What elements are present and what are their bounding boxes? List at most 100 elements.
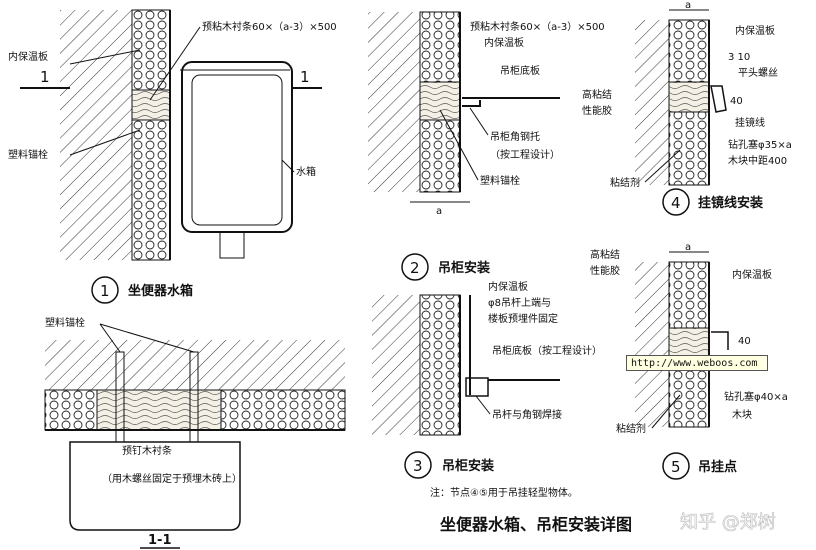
- detail-2-title: 吊柜安装: [438, 260, 490, 276]
- leader-insulation: [69, 49, 141, 65]
- d5-wall-hatch: [635, 262, 669, 427]
- d5-label-adhesive-hi-2: 性能胶: [590, 264, 620, 277]
- d5-label-plug: 钻孔塞φ40×a: [724, 390, 788, 403]
- d3-insulation: [419, 294, 461, 436]
- d2-leader-anchor: [439, 109, 479, 181]
- d2-angle-bracket: [462, 100, 481, 107]
- section-mark-right: 1: [300, 68, 310, 86]
- section-label-anchor: 塑料锚栓: [45, 316, 85, 329]
- detail-3-circle: [404, 451, 432, 479]
- d3-label-rod-2: 楼板预埋件固定: [488, 312, 558, 325]
- d4-label-dim2: 40: [730, 96, 743, 107]
- url-tooltip: http://www.weboos.com: [626, 355, 768, 371]
- water-tank-inner: [191, 74, 283, 226]
- d4-label-wood-spacing: 木块中距400: [728, 154, 787, 167]
- leader-wood: [149, 26, 201, 101]
- label-insulation: 内保温板: [8, 50, 48, 63]
- detail-1-number: 1: [100, 282, 110, 300]
- d2-insulation: [419, 11, 461, 83]
- d2-dim-a: a: [436, 206, 442, 217]
- d5-wood-block: [668, 327, 710, 359]
- d4-dim-a: a: [685, 0, 691, 11]
- section-title: 1-1: [148, 533, 172, 548]
- detail-2-number: 2: [410, 259, 420, 277]
- d5-insulation: [668, 261, 710, 329]
- section-label-wood: 预钉木衬条: [122, 444, 172, 457]
- d5-leader-adhesive: [651, 394, 681, 429]
- d4-wall-hatch: [635, 20, 669, 185]
- d4-label-plug: 钻孔塞φ35×a: [728, 138, 792, 151]
- d5-label-insulation: 内保温板: [732, 268, 772, 281]
- d2-label-insulation: 内保温板: [484, 36, 524, 49]
- label-anchor: 塑料锚栓: [8, 148, 48, 161]
- d5-label-dim: 40: [738, 336, 751, 347]
- detail-3-number: 3: [413, 457, 423, 475]
- d2-label-bracket: 吊柜角钢托: [490, 130, 540, 143]
- detail-5: a 高粘结 性能胶 内保温板 40 钻孔塞φ40×a 木块 粘结剂 5 吊挂点: [590, 242, 788, 480]
- d5-label-adhesive-hi: 高粘结: [590, 248, 620, 261]
- section-leader-anchor: [99, 323, 121, 353]
- label-tank: 水箱: [296, 165, 316, 178]
- d4-leader-adhesive: [644, 149, 681, 183]
- leader-anchor: [69, 129, 141, 156]
- d4-wood-block: [668, 81, 710, 113]
- section-1-1: 塑料锚栓 预钉木衬条 （用木螺丝固定于预埋木砖上） 1-1: [44, 316, 346, 549]
- d2-wood-strip: [419, 81, 461, 121]
- d2-label-base: 吊柜底板: [500, 64, 540, 77]
- detail-3: 内保温板 φ8吊杆上端与 楼板预埋件固定 吊柜底板（按工程设计） 吊杆与角钢焊接…: [372, 280, 602, 479]
- detail-1-title: 坐便器水箱: [128, 283, 193, 299]
- d2-wall-hatch: [368, 12, 420, 192]
- detail-5-number: 5: [671, 458, 681, 476]
- d5-label-wood: 木块: [732, 409, 752, 421]
- d5-label-adhesive: 粘结剂: [616, 422, 646, 435]
- main-title: 坐便器水箱、吊柜安装详图: [440, 515, 632, 534]
- section-mark-left: 1: [40, 68, 50, 86]
- d5-dim-a: a: [685, 242, 691, 253]
- detail-4: a 内保温板 3 10 平头螺丝 高粘结 性能胶 40 挂镜线 钻孔塞φ35×a…: [582, 0, 792, 216]
- note-text: 注：节点④⑤用于吊挂轻型物体。: [430, 486, 578, 499]
- d4-label-adhesive: 粘结剂: [610, 176, 640, 189]
- d4-insulation-lower: [668, 111, 710, 186]
- detail-3-title: 吊柜安装: [442, 458, 494, 474]
- d4-label-adhesive-hi: 高粘结: [582, 88, 612, 101]
- section-insulation-right: [220, 389, 346, 431]
- section-insulation-left: [44, 389, 98, 431]
- detail-2-circle: [401, 253, 429, 281]
- d3-label-rod: φ8吊杆上端与: [488, 296, 551, 309]
- d4-insulation: [668, 19, 710, 83]
- section-wood-strip: [96, 389, 222, 431]
- d4-label-dim1: 3 10: [728, 52, 750, 63]
- leader-tank: [281, 159, 295, 173]
- section-wall-hatch: [45, 340, 345, 390]
- section-label-note: （用木螺丝固定于预埋木砖上）: [102, 472, 242, 485]
- insulation-board-lower: [131, 119, 171, 261]
- d5-hook: [711, 331, 729, 350]
- d2-leader-bracket: [469, 107, 489, 136]
- d4-mirror-rail: [710, 85, 727, 113]
- label-wood-strip: 预粘木衬条60×（a-3）×500: [202, 20, 337, 33]
- d3-angle: [465, 377, 489, 397]
- d4-label-insulation: 内保温板: [735, 24, 775, 37]
- water-tank: [181, 61, 293, 233]
- detail-5-title: 吊挂点: [698, 459, 737, 475]
- wall-hatch: [60, 10, 132, 260]
- d4-label-line: 挂镜线: [735, 116, 765, 129]
- tank-pipe: [219, 231, 245, 259]
- d3-label-weld: 吊杆与角钢焊接: [492, 408, 562, 421]
- watermark: 知乎 @郑树: [680, 512, 776, 533]
- d2-label-anchor: 塑料锚栓: [480, 174, 520, 187]
- section-leader-anchor-2: [99, 323, 195, 353]
- d2-label-wood: 预粘木衬条60×（a-3）×500: [470, 20, 605, 33]
- detail-4-number: 4: [671, 194, 681, 212]
- d3-label-base: 吊柜底板（按工程设计）: [492, 344, 602, 357]
- d2-label-bracket-note: （按工程设计）: [490, 148, 560, 161]
- detail-4-circle: [662, 188, 690, 216]
- d3-label-insulation: 内保温板: [488, 280, 528, 293]
- detail-1: 1 1 预粘木衬条60×（a-3）×500 内保温板 塑料锚栓 水箱 1 坐便器…: [8, 9, 337, 304]
- d4-label-adhesive-hi-2: 性能胶: [582, 104, 612, 117]
- d3-leader-weld: [475, 395, 491, 415]
- detail-2: a 预粘木衬条60×（a-3）×500 内保温板 吊柜底板 吊柜角钢托 （按工程…: [368, 11, 605, 281]
- detail-1-circle: [91, 276, 119, 304]
- detail-4-title: 挂镜线安装: [698, 195, 763, 211]
